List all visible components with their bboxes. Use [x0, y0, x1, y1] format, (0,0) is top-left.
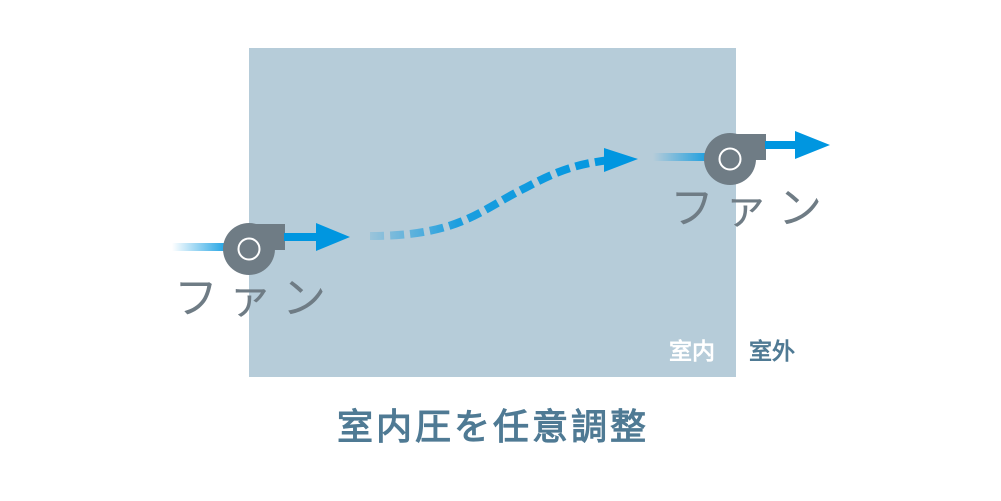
- zone-indoor-label: 室内: [669, 338, 715, 365]
- room-airflow-arrowhead: [604, 148, 638, 172]
- zone-outdoor-label: 室外: [749, 338, 795, 365]
- room-airflow-path: [369, 156, 611, 240]
- right-arrow-icon: [765, 131, 830, 159]
- diagram-caption: 室内圧を任意調整: [337, 407, 649, 448]
- fan-2-label: ファン: [670, 183, 832, 234]
- right-arrow-icon: [284, 223, 350, 251]
- blower-fan-icon: [704, 133, 766, 185]
- fan-1: [172, 223, 350, 275]
- blower-fan-icon: [223, 223, 285, 275]
- fan-2: [653, 131, 830, 185]
- fan-1-intake-air: [172, 243, 234, 251]
- room-airflow: [369, 148, 638, 240]
- room-area: [249, 48, 736, 377]
- fan-2-intake-air: [653, 153, 718, 161]
- fan-1-label: ファン: [174, 273, 336, 324]
